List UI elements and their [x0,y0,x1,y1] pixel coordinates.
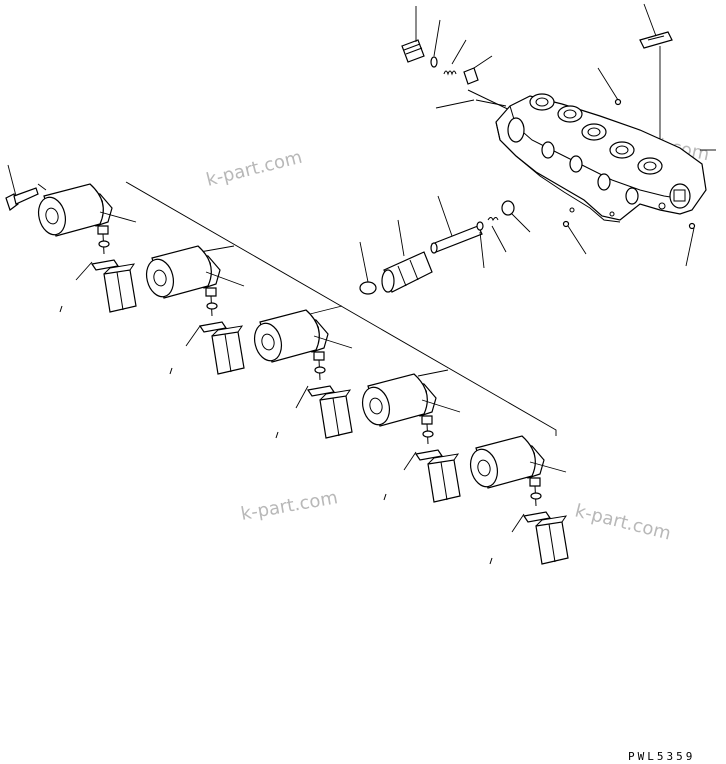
o-ring [359,241,377,295]
solenoid-assembly-1 [34,183,137,313]
valve-spool [430,195,483,254]
solenoid-leaders [75,211,567,533]
manifold-leaders [435,67,716,267]
watermark-text: k-part.com [573,500,673,544]
mounting-bolt [5,164,47,211]
top-plug-set [401,6,493,85]
solenoid-assembly-3 [250,309,353,439]
solenoid-assembly-2 [142,245,245,375]
manifold-valve-body [495,93,707,223]
group-bracket [125,181,557,436]
tick-marks [59,305,493,565]
solenoid-assembly-4 [358,373,461,503]
drawing-code: PWL5359 [628,750,695,763]
solenoid-assembly-5 [466,435,569,565]
valve-sleeve [381,219,433,293]
spool-small-parts [476,200,531,269]
watermark-text: k-part.com [239,487,339,525]
watermark-text: k-part.com [204,147,304,191]
